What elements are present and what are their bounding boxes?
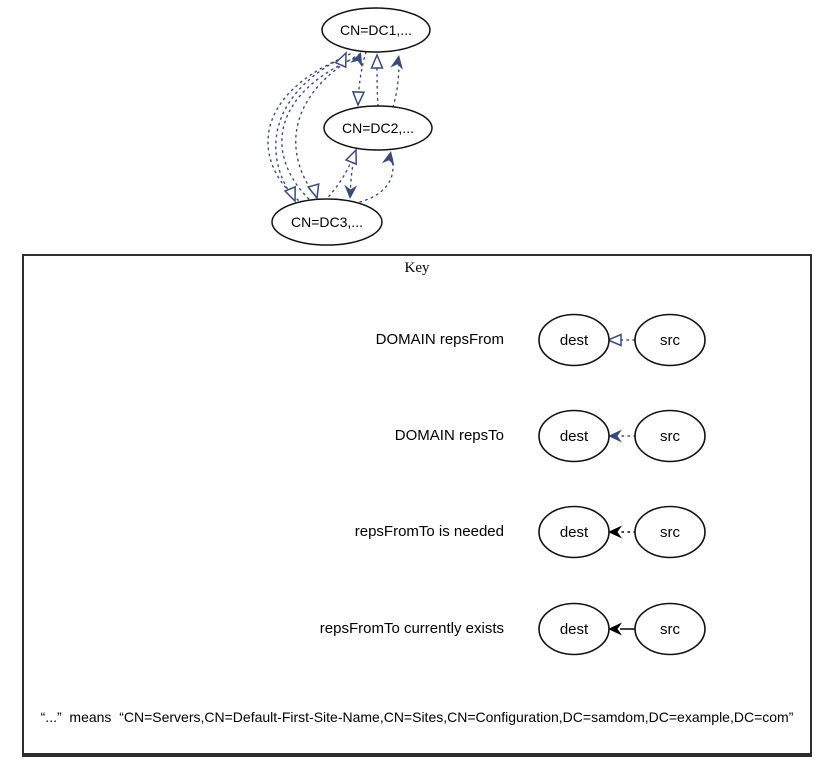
src-ellipse <box>634 409 706 463</box>
src-ellipse <box>634 505 706 559</box>
dest-label: dest <box>560 332 589 349</box>
replication-graph: CN=DC1,... CN=DC2,... CN=DC3,... <box>267 7 433 246</box>
src-label: src <box>660 428 680 445</box>
dest-label: dest <box>560 621 589 638</box>
dc1-label: CN=DC1,... <box>340 22 412 38</box>
replication-arrowheads <box>283 51 403 203</box>
dc1-ellipse <box>321 7 431 53</box>
repsfrom-open-arrowhead-icon <box>306 182 320 200</box>
edge-dc2-dc1-repsto <box>392 57 400 108</box>
key-box: Key DOMAIN repsFrom dest src DOMAIN reps… <box>22 254 812 757</box>
node-dc2: CN=DC2,... <box>323 105 433 151</box>
edge-dc1-dc3-repsfrom-b <box>295 53 361 196</box>
node-dc3: CN=DC3,... <box>271 198 383 246</box>
repsfrom-open-arrowhead-icon <box>606 333 622 347</box>
repsto-vee-arrowhead-icon <box>390 55 403 70</box>
node-dc1: CN=DC1,... <box>321 7 431 53</box>
dc2-label: CN=DC2,... <box>342 120 414 136</box>
dest-ellipse <box>538 602 610 656</box>
dest-label: dest <box>560 524 589 541</box>
needed-vee-arrowhead-icon <box>608 525 622 539</box>
repsfrom-open-arrowhead-icon <box>370 53 384 69</box>
src-ellipse <box>634 602 706 656</box>
edge-dc3-dc2-repsto <box>359 153 394 203</box>
key-row-label-exists: repsFromTo currently exists <box>319 620 504 637</box>
repsfrom-open-arrowhead-icon <box>334 51 347 69</box>
repsto-vee-arrowhead-icon <box>381 151 395 167</box>
key-row-example-exists: dest src <box>538 602 706 656</box>
edge-dc3-dc1-repsfrom <box>267 57 343 205</box>
repsto-vee-arrowhead-icon <box>344 184 358 199</box>
repsto-vee-arrowhead-icon <box>608 429 622 443</box>
dest-label: dest <box>560 428 589 445</box>
dc3-label: CN=DC3,... <box>291 214 363 230</box>
dc2-ellipse <box>323 105 433 151</box>
dest-ellipse <box>538 505 610 559</box>
key-row-label-repsfrom: DOMAIN repsFrom <box>375 331 504 348</box>
dest-ellipse <box>538 409 610 463</box>
repsfrom-open-arrowhead-icon <box>283 185 296 203</box>
edge-dc1-dc2-repsfrom <box>357 51 367 103</box>
key-title: Key <box>404 260 430 276</box>
ellipsis-meaning-note: “...” means “CN=Servers,CN=Default-First… <box>40 709 794 725</box>
src-label: src <box>660 621 680 638</box>
key-row-example-needed: dest src <box>538 505 706 559</box>
repsfrom-open-arrowhead-icon <box>344 148 357 166</box>
dc3-ellipse <box>271 198 383 246</box>
exists-vee-arrowhead-icon <box>608 622 622 636</box>
repsfrom-open-arrowhead-icon <box>351 91 366 107</box>
src-label: src <box>660 332 680 349</box>
repsto-vee-arrowhead-icon <box>350 52 363 68</box>
dest-ellipse <box>538 313 610 367</box>
key-row-label-needed: repsFromTo is needed <box>354 523 504 540</box>
src-label: src <box>660 524 680 541</box>
key-row-example-repsto: dest src <box>538 409 706 463</box>
key-row-example-repsfrom: dest src <box>538 313 706 367</box>
src-ellipse <box>634 313 706 367</box>
key-row-label-repsto: DOMAIN repsTo <box>394 427 504 444</box>
edge-dc3-dc1-repsto <box>281 56 358 204</box>
